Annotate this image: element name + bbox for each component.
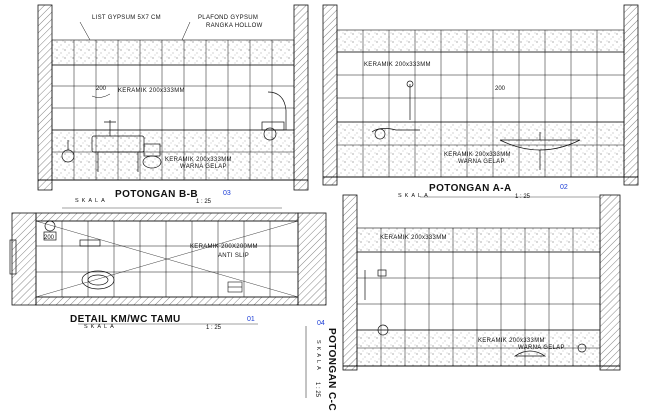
title-section-cc: POTONGAN C-C xyxy=(326,328,337,411)
note-keramik-lower-b: KERAMIK 200x333MM xyxy=(165,157,232,163)
title-section-bb: POTONGAN B-B xyxy=(115,189,198,200)
door-plan xyxy=(9,239,17,275)
note-warna-a: WARNA GELAP xyxy=(458,159,505,165)
number-section-bb: 03 xyxy=(223,190,231,197)
scale-bb: 1 : 25 xyxy=(196,199,212,205)
tile-grid-bb xyxy=(52,40,294,180)
tile-field-bb xyxy=(51,64,295,131)
shower-bb xyxy=(261,91,287,141)
drawing-canvas xyxy=(9,4,639,398)
wall-bottom-plan xyxy=(35,296,299,306)
ceiling-band-cc xyxy=(356,227,601,253)
note-plafond: PLAFOND GYPSUM xyxy=(198,15,259,21)
note-keramik-lower-c: KERAMIK 200x333MM xyxy=(478,338,545,344)
number-plan: 01 xyxy=(247,316,255,323)
wall-right-cc xyxy=(599,194,621,371)
basin-aa xyxy=(499,132,581,170)
wall-right-aa xyxy=(623,4,639,186)
skala-aa: SKALA xyxy=(398,193,431,199)
note-rangka: RANGKA HOLLOW xyxy=(206,23,263,29)
wall-top-plan xyxy=(35,212,299,222)
note-keramik-wall-b: KERAMIK 200x333MM xyxy=(118,88,185,94)
note-list-gypsum: LIST GYPSUM 5X7 CM xyxy=(92,15,161,21)
note-warna-b: WARNA GELAP xyxy=(180,164,227,170)
wall-left-aa xyxy=(322,4,338,186)
note-keramik-wall-a: KERAMIK 200x333MM xyxy=(364,62,431,68)
title-section-aa: POTONGAN A-A xyxy=(429,183,512,194)
wall-left-cc xyxy=(342,194,358,371)
dim-arrow-bb xyxy=(91,93,111,98)
lower-band-aa xyxy=(336,121,625,178)
hand-shower-bb xyxy=(61,140,75,163)
tile-field-cc xyxy=(356,251,601,331)
note-warna-c: WARNA GELAP xyxy=(518,345,565,351)
basin-plan xyxy=(81,270,115,290)
wall-right-bb xyxy=(293,4,309,191)
skala-plan: SKALA xyxy=(84,324,117,330)
dim-200-a: 200 xyxy=(495,86,506,92)
wall-right-plan xyxy=(297,212,327,306)
wall-left-bb xyxy=(37,4,53,191)
dim-200-b: 200 xyxy=(96,86,107,92)
wall-left-plan xyxy=(11,212,37,306)
scale-cc: 1 : 25 xyxy=(314,382,320,398)
title-plan: DETAIL KM/WC TAMU xyxy=(70,314,181,325)
ceiling-band-aa xyxy=(336,29,625,53)
section-bb-drawing xyxy=(37,4,309,209)
toilet-bb xyxy=(142,143,162,169)
section-cc-drawing xyxy=(305,194,621,398)
fixtures-cc xyxy=(364,269,587,357)
note-anti-slip: ANTI SLIP xyxy=(218,253,250,259)
number-section-cc: 04 xyxy=(317,320,325,327)
toilet-plan xyxy=(43,220,101,247)
number-section-aa: 02 xyxy=(560,184,568,191)
ceiling-band-bb xyxy=(51,39,295,66)
dim-200-plan: 200 xyxy=(44,235,55,241)
scale-aa: 1 : 25 xyxy=(515,194,531,200)
note-keramik-wall-c: KERAMIK 200x333MM xyxy=(380,235,447,241)
drain-plan xyxy=(227,281,243,293)
skala-cc: SKALA xyxy=(315,340,321,373)
floor-tiles-plan xyxy=(35,220,299,298)
note-keramik-floor: KERAMIK 200X200MM xyxy=(190,244,258,250)
scale-plan: 1 : 25 xyxy=(206,325,222,331)
note-keramik-lower-a: KERAMIK 200x333MM xyxy=(444,152,511,158)
tile-grid-cc xyxy=(357,228,600,366)
shower-aa xyxy=(371,80,420,140)
skala-bb: SKALA xyxy=(75,198,108,204)
floor-grid-plan xyxy=(36,221,298,297)
plan-drawing xyxy=(9,212,327,325)
section-aa-drawing xyxy=(322,4,639,198)
lower-band-bb xyxy=(51,129,295,181)
tile-grid-aa xyxy=(337,30,624,177)
